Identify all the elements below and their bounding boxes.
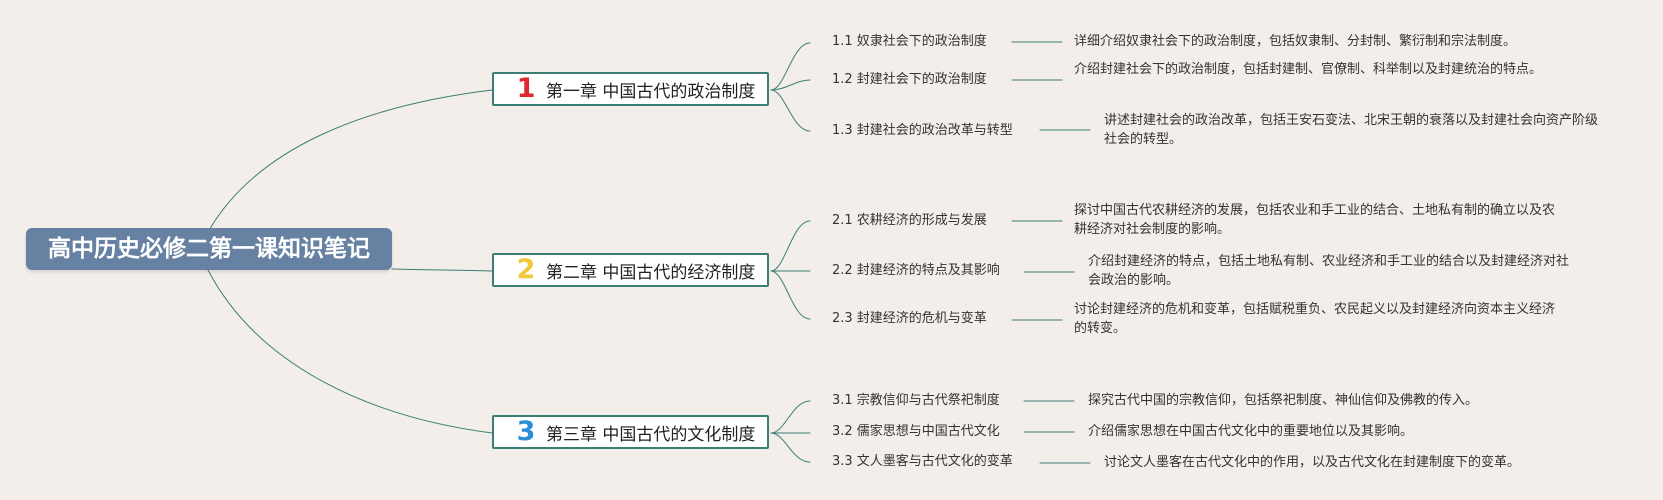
- section-desc-3-2: 介绍儒家思想在中国古代文化中的重要地位以及其影响。: [1088, 424, 1414, 439]
- section-desc-2-1: 探讨中国古代农耕经济的发展，包括农业和手工业的结合、土地私有制的确立以及农耕经济…: [1074, 203, 1556, 237]
- section-node-3-2[interactable]: 3.2 儒家思想与中国古代文化: [832, 424, 1000, 439]
- chapter-title-1: 第一章 中国古代的政治制度: [546, 81, 756, 102]
- connector-root-chapter3: [207, 269, 493, 434]
- section-desc-2-3: 讨论封建经济的危机和变革，包括赋税重负、农民起义以及封建经济向资本主义经济的转变…: [1074, 302, 1556, 336]
- connector-ch3-sec1: [770, 400, 811, 434]
- chapter-number-3: 3: [516, 416, 536, 447]
- section-node-2-3[interactable]: 2.3 封建经济的危机与变革: [832, 311, 987, 326]
- connector-root-chapter1: [207, 89, 493, 233]
- root-node[interactable]: 高中历史必修二第一课知识笔记: [26, 228, 392, 270]
- section-node-3-3[interactable]: 3.3 文人墨客与古代文化的变革: [832, 454, 1013, 469]
- section-node-2-1[interactable]: 2.1 农耕经济的形成与发展: [832, 213, 987, 228]
- section-desc-3-1: 探究古代中国的宗教信仰，包括祭祀制度、神仙信仰及佛教的传入。: [1088, 393, 1479, 408]
- connector-ch3-sec3: [770, 432, 811, 463]
- section-node-1-1[interactable]: 1.1 奴隶社会下的政治制度: [832, 34, 987, 49]
- section-desc-2-2: 介绍封建经济的特点，包括土地私有制、农业经济和手工业的结合以及封建经济对社会政治…: [1088, 254, 1570, 288]
- chapter-node-2[interactable]: 2 第二章 中国古代的经济制度: [492, 253, 769, 287]
- section-node-3-1[interactable]: 3.1 宗教信仰与古代祭祀制度: [832, 393, 1000, 408]
- connector-ch1-sec2: [770, 79, 811, 91]
- section-desc-3-3: 讨论文人墨客在古代文化中的作用，以及古代文化在封建制度下的变革。: [1104, 455, 1521, 470]
- connector-root-chapter2: [391, 268, 493, 272]
- section-desc-1-1: 详细介绍奴隶社会下的政治制度，包括奴隶制、分封制、繁衍制和宗法制度。: [1074, 34, 1517, 49]
- chapter-node-1[interactable]: 1 第一章 中国古代的政治制度: [492, 72, 769, 106]
- section-node-1-2[interactable]: 1.2 封建社会下的政治制度: [832, 72, 987, 87]
- chapter-node-3[interactable]: 3 第三章 中国古代的文化制度: [492, 415, 769, 449]
- section-desc-1-3: 讲述封建社会的政治改革，包括王安石变法、北宋王朝的衰落以及封建社会向资产阶级社会…: [1104, 113, 1599, 147]
- connector-ch1-sec3: [770, 89, 811, 132]
- chapter-title-3: 第三章 中国古代的文化制度: [546, 424, 756, 445]
- chapter-number-2: 2: [516, 254, 536, 285]
- connector-ch2-sec1: [770, 220, 811, 272]
- chapter-title-2: 第二章 中国古代的经济制度: [546, 262, 756, 283]
- connector-ch2-sec3: [770, 270, 811, 320]
- section-node-2-2[interactable]: 2.2 封建经济的特点及其影响: [832, 263, 1000, 278]
- section-node-1-3[interactable]: 1.3 封建社会的政治改革与转型: [832, 123, 1013, 138]
- chapter-number-1: 1: [516, 73, 536, 104]
- connector-ch1-sec1: [770, 42, 811, 91]
- section-desc-1-2: 介绍封建社会下的政治制度，包括封建制、官僚制、科举制以及封建统治的特点。: [1074, 62, 1543, 77]
